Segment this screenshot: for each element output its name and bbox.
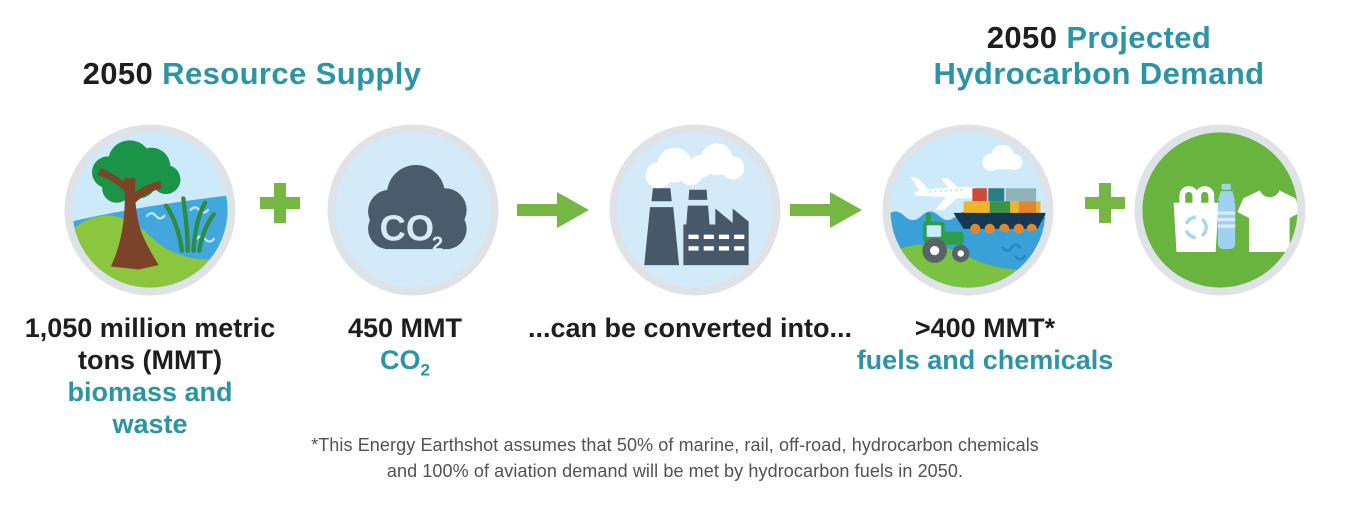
- co2-cloud-icon: CO 2: [326, 123, 500, 297]
- products-amount: >400 MMT*: [914, 313, 1056, 343]
- biomass-amount: 1,050 million metric tons (MMT): [24, 313, 276, 375]
- plus-icon: [258, 181, 302, 225]
- co2-label: 450 MMT CO2: [305, 312, 505, 386]
- co2-amount: 450 MMT: [347, 313, 463, 343]
- co2-category: CO2: [380, 345, 430, 380]
- footnote: *This Energy Earthshot assumes that 50% …: [235, 432, 1115, 484]
- factory-icon: [608, 123, 782, 297]
- conversion-label: ...can be converted into...: [520, 312, 860, 344]
- resource-supply-year: 2050: [82, 56, 154, 91]
- co2-cloud-subscript: 2: [432, 234, 443, 256]
- hydrocarbon-demand-title: 2050 Projected Hydrocarbon Demand: [860, 20, 1338, 92]
- arrow-right-icon: [515, 188, 591, 232]
- hydrocarbon-demand-projected: Projected: [1066, 20, 1212, 55]
- plus-icon: [1083, 181, 1127, 225]
- products-label: >400 MMT* fuels and chemicals: [845, 312, 1125, 376]
- transport-icon: [881, 123, 1055, 297]
- arrow-right-icon: [788, 188, 864, 232]
- resource-supply-title: 2050 Resource Supply: [40, 56, 464, 92]
- hydrocarbon-demand-line1: 2050 Projected: [860, 20, 1338, 56]
- products-icon: [1133, 123, 1307, 297]
- biomass-category: biomass and waste: [67, 377, 233, 439]
- co2-cloud-text: CO: [380, 207, 434, 248]
- hydrocarbon-demand-line2: Hydrocarbon Demand: [933, 56, 1265, 91]
- products-category: fuels and chemicals: [856, 345, 1114, 375]
- hydrocarbon-demand-year: 2050: [986, 20, 1058, 55]
- biomass-label: 1,050 million metric tons (MMT) biomass …: [20, 312, 280, 440]
- footnote-line1: *This Energy Earthshot assumes that 50% …: [311, 435, 1039, 455]
- biomass-landscape-icon: [63, 123, 237, 297]
- footnote-line2: and 100% of aviation demand will be met …: [386, 461, 964, 481]
- conversion-text: ...can be converted into...: [527, 313, 853, 343]
- resource-supply-label: Resource Supply: [162, 56, 422, 91]
